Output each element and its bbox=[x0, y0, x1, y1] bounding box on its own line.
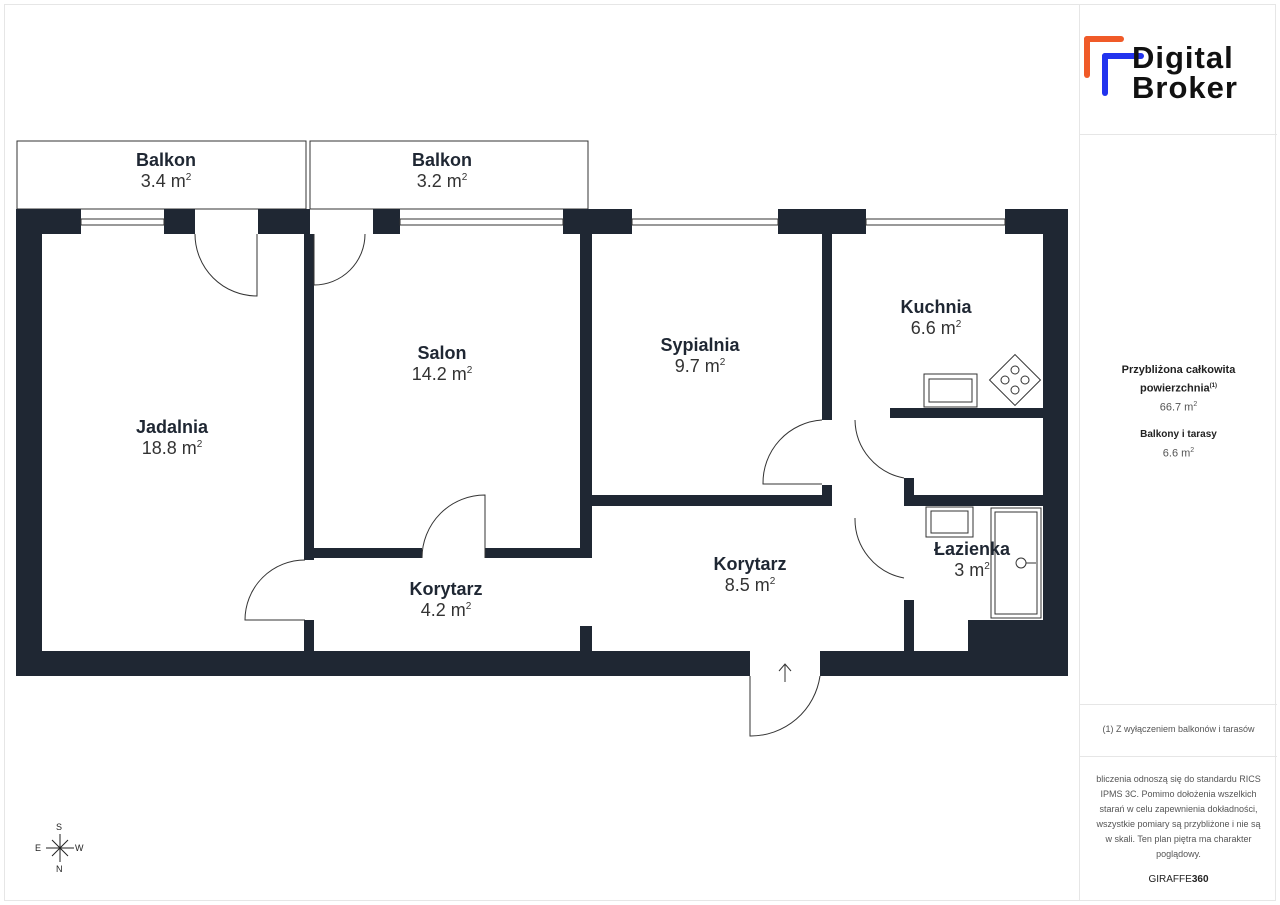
balcony-area-value: 6.6 m2 bbox=[1162, 447, 1195, 460]
doors bbox=[194, 233, 905, 737]
summary-section: Przybliżona całkowita powierzchnia(1) 66… bbox=[1080, 134, 1277, 705]
page-frame bbox=[4, 4, 1276, 901]
giraffe360-credit: GIRAFFE360 bbox=[1148, 874, 1209, 885]
balcony-outline bbox=[309, 140, 589, 210]
kitchen-sink bbox=[923, 373, 978, 408]
logo-line1: Digital bbox=[1132, 40, 1234, 75]
disclaimer-section: bliczenia odnoszą się do standardu RICS … bbox=[1080, 756, 1277, 901]
footnote-section: (1) Z wyłączeniem balkonów i tarasów bbox=[1080, 704, 1277, 757]
balcony-outline bbox=[16, 140, 307, 210]
floor-plan bbox=[16, 140, 1068, 737]
compass-rose-icon bbox=[46, 834, 74, 862]
bathroom-sink bbox=[925, 506, 974, 538]
logo-line2: Broker bbox=[1132, 70, 1238, 105]
disclaimer-text: bliczenia odnoszą się do standardu RICS … bbox=[1096, 774, 1261, 859]
compass-n: N bbox=[56, 864, 63, 874]
stove bbox=[988, 353, 1042, 407]
fixtures bbox=[923, 353, 1042, 619]
total-area-value: 66.7 m2 bbox=[1159, 400, 1198, 414]
windows bbox=[80, 218, 1006, 226]
compass: S E W N bbox=[30, 820, 90, 876]
total-area-label: Przybliżona całkowita powierzchnia(1) bbox=[1121, 364, 1236, 395]
compass-s: S bbox=[56, 822, 63, 832]
digital-broker-logo: Digital Broker bbox=[1084, 36, 1274, 106]
balcony-area-label: Balkony i tarasy bbox=[1140, 429, 1217, 441]
compass-e: E bbox=[35, 843, 42, 853]
info-sidebar: Digital Broker Przybliżona całkowita pow… bbox=[1079, 4, 1277, 901]
logo-section: Digital Broker bbox=[1080, 4, 1277, 135]
footnote-text: (1) Z wyłączeniem balkonów i tarasów bbox=[1102, 724, 1255, 734]
bathtub bbox=[990, 507, 1042, 619]
compass-w: W bbox=[75, 843, 84, 853]
walls bbox=[16, 209, 1068, 676]
